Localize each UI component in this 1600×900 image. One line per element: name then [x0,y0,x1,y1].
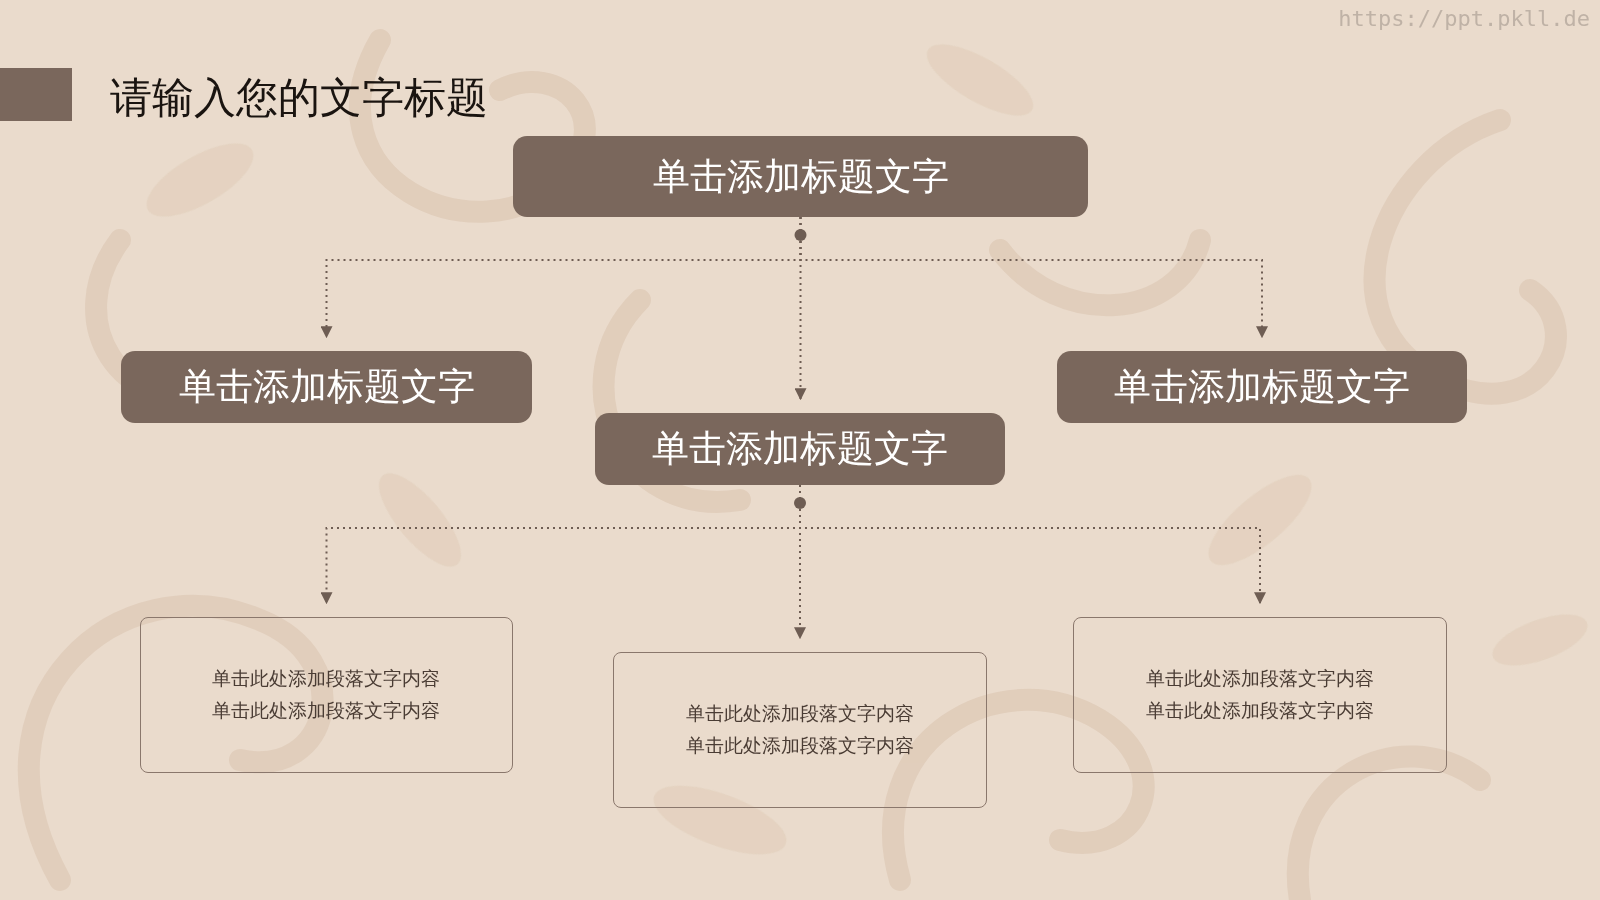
content-box: 单击此处添加段落文字内容 单击此处添加段落文字内容 [140,617,513,773]
dotted-arrow [801,217,1263,337]
box-heading: 单击添加标题文字 [1114,362,1410,412]
title-bar [0,68,72,121]
box-heading: 单击添加标题文字 [652,424,948,474]
box-heading: 单击添加标题文字 [653,152,949,202]
box-heading: 单击添加标题文字 [179,362,475,412]
dotted-arrow [800,485,1260,603]
box-body-text: 单击此处添加段落文字内容 单击此处添加段落文字内容 [680,698,919,762]
dotted-arrow [800,217,802,399]
dotted-arrow [327,485,801,603]
title-box: 单击添加标题文字 [513,136,1088,217]
dotted-arrow [327,217,801,337]
junction-dot [794,497,806,509]
box-body-text: 单击此处添加段落文字内容 单击此处添加段落文字内容 [1140,663,1379,727]
content-box: 单击此处添加段落文字内容 单击此处添加段落文字内容 [1073,617,1447,773]
title-box: 单击添加标题文字 [1057,351,1467,423]
content-box: 单击此处添加段落文字内容 单击此处添加段落文字内容 [613,652,987,808]
title-box: 单击添加标题文字 [595,413,1005,485]
title-box: 单击添加标题文字 [121,351,532,423]
box-body-text: 单击此处添加段落文字内容 单击此处添加段落文字内容 [207,663,446,727]
watermark: https://ppt.pkll.de [1338,6,1590,31]
slide-title: 请输入您的文字标题 [110,70,488,126]
junction-dot [795,229,807,241]
